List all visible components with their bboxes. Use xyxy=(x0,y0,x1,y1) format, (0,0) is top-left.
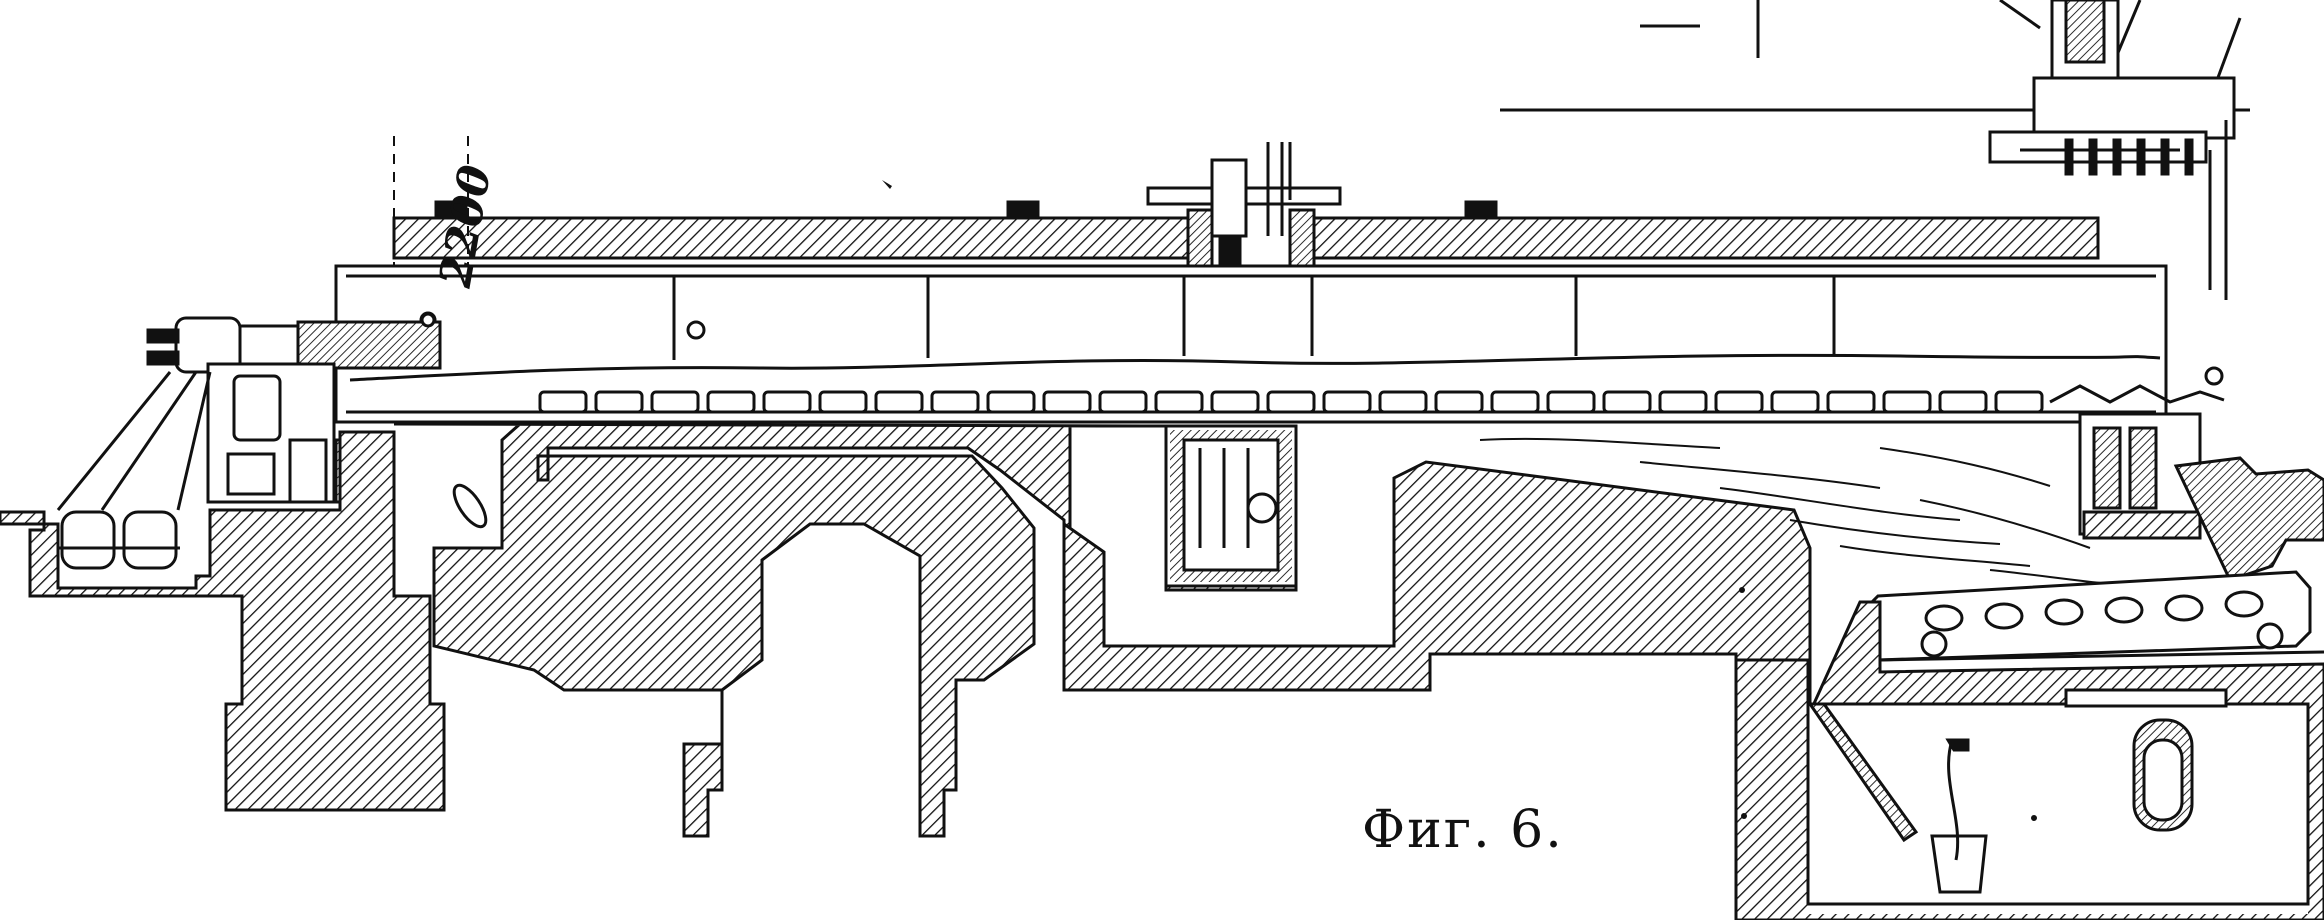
spray-nozzles xyxy=(2064,138,2194,176)
dashed-guides xyxy=(393,136,469,272)
kiln-roof xyxy=(392,200,2100,274)
right-foundation xyxy=(1734,600,2324,920)
left-foundation xyxy=(0,430,446,812)
figure-caption: Фиг. 6. xyxy=(1362,800,1564,860)
roof-burner xyxy=(1146,142,1342,278)
water-flow-lines xyxy=(1479,437,2111,585)
conveyor-chain xyxy=(538,366,2225,414)
flue-ducts xyxy=(393,422,1812,838)
right-conveyor xyxy=(1860,570,2324,662)
top-right-hopper-frame xyxy=(1500,0,2250,300)
right-discharge-housing xyxy=(2078,412,2324,582)
stray-marks xyxy=(882,180,2037,821)
